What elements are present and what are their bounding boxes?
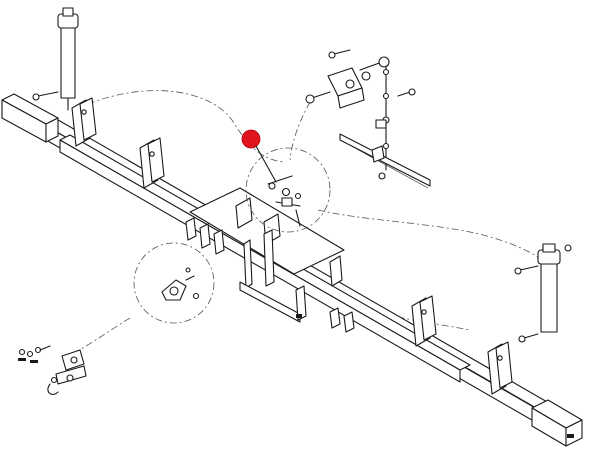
bracket-4 bbox=[487, 341, 513, 395]
bracket-3 bbox=[411, 295, 437, 347]
callout-line-left bbox=[69, 317, 131, 356]
right-end-tube bbox=[531, 399, 583, 447]
red-marker-leader bbox=[255, 145, 277, 183]
detail-circle-latch bbox=[133, 242, 215, 324]
left-end-tube bbox=[1, 93, 59, 143]
callout-line-top-detail bbox=[289, 101, 311, 161]
exploded-latch-hardware bbox=[18, 345, 87, 395]
left-hydraulic-cylinder bbox=[32, 7, 79, 111]
callout-line-right bbox=[317, 209, 546, 263]
exploded-valve-hardware bbox=[305, 49, 431, 189]
red-marker bbox=[241, 129, 261, 149]
bracket-2 bbox=[139, 137, 165, 189]
bracket-1 bbox=[71, 97, 97, 147]
detail-circle-valve bbox=[245, 147, 331, 233]
center-mount-frame bbox=[185, 187, 355, 333]
callout-line-top bbox=[87, 90, 285, 163]
right-hydraulic-cylinder bbox=[514, 243, 572, 343]
